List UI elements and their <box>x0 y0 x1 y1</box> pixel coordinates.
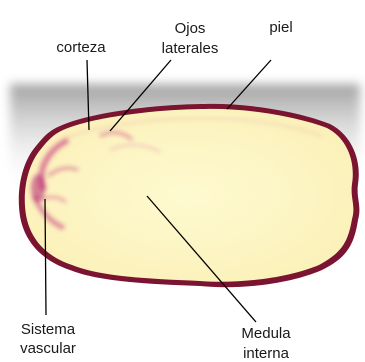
label-sistema-line2: vascular <box>2 339 94 358</box>
label-medula-interna: Medula interna <box>212 324 320 362</box>
label-piel-text: piel <box>269 19 292 36</box>
label-medula-line2: interna <box>212 344 320 362</box>
label-sistema-vascular: Sistema vascular <box>2 320 94 358</box>
label-medula-line1: Medula <box>212 324 320 344</box>
label-ojos-laterales: Ojos laterales <box>145 19 235 59</box>
label-ojos-line2: laterales <box>145 39 235 59</box>
label-corteza-text: corteza <box>56 39 105 56</box>
label-sistema-line1: Sistema <box>2 320 94 339</box>
label-corteza: corteza <box>36 39 126 56</box>
label-piel: piel <box>246 19 316 36</box>
label-ojos-line1: Ojos <box>145 19 235 39</box>
